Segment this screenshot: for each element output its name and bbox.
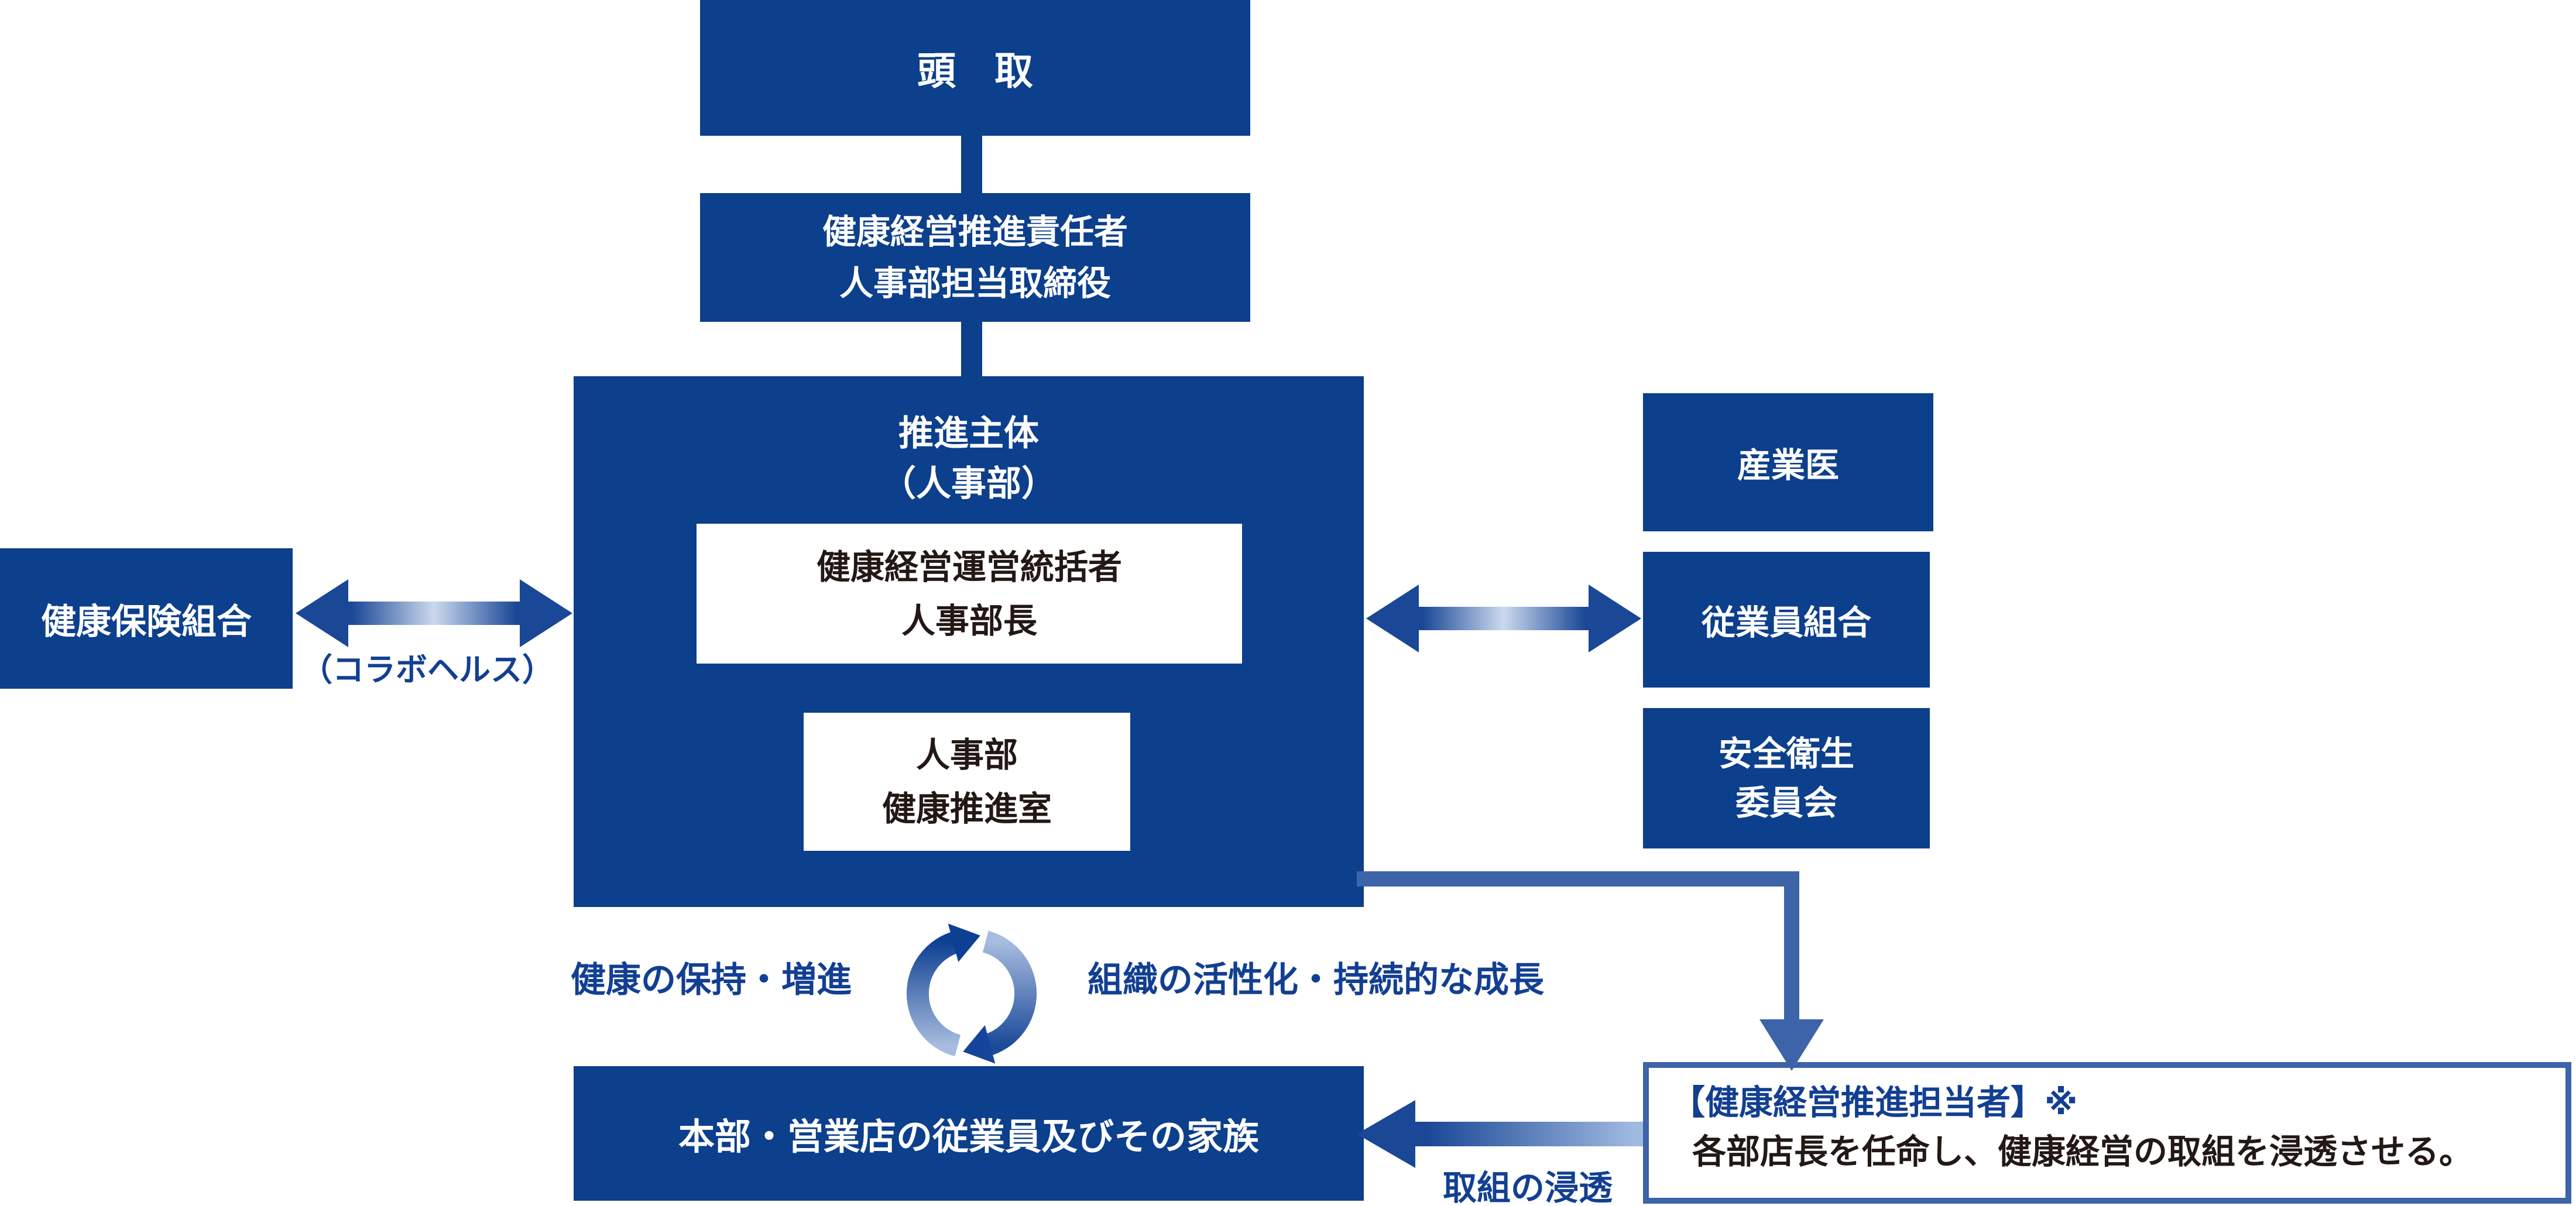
cycle-left-label: 健康の保持・増進 — [571, 960, 852, 1001]
supervisor-line1: 健康経営運営統括者 — [816, 547, 1122, 587]
supervisor-box: 健康経営運営統括者 人事部長 — [697, 524, 1242, 664]
promotion-title-line2: （人事部） — [881, 463, 1057, 504]
cycle-arrow-left — [906, 930, 961, 1057]
president-box: 頭 取 — [700, 0, 1250, 136]
promotion-officer-note-box: 【健康経営推進担当者】※ 各部店長を任命し、健康経営の取組を浸透させる。 — [1643, 1062, 2571, 1204]
cycle-arrow-left-head — [948, 923, 980, 962]
health-insurance-box: 健康保険組合 — [0, 548, 293, 689]
president-label: 頭 取 — [917, 49, 1033, 94]
promotion-responsible-box: 健康経営推進責任者 人事部担当取締役 — [700, 193, 1250, 322]
arrow-left-head — [1366, 585, 1419, 652]
connector-responsible-main — [961, 321, 982, 377]
health-promotion-office-box: 人事部 健康推進室 — [804, 713, 1130, 851]
physician-label: 産業医 — [1737, 445, 1839, 485]
penetration-arrow-icon — [1357, 1100, 1645, 1168]
note-title: 【健康経営推進担当者】※ — [1671, 1083, 2078, 1122]
arrow-shaft — [348, 602, 520, 625]
insurance-label: 健康保険組合 — [41, 601, 252, 642]
employees-label: 本部・営業店の従業員及びその家族 — [678, 1115, 1259, 1158]
union-label: 従業員組合 — [1701, 603, 1871, 642]
penetration-label: 取組の浸透 — [1442, 1168, 1613, 1206]
down-arrow-head-icon — [1759, 1019, 1824, 1071]
cycle-arrows-icon — [906, 923, 1037, 1064]
promotion-main-title: 推進主体 （人事部） — [574, 408, 1364, 509]
responsible-line2: 人事部担当取締役 — [839, 263, 1111, 303]
safety-line2: 委員会 — [1735, 783, 1837, 823]
elbow-connector-vertical — [1784, 871, 1799, 1021]
collabo-health-label: （コラボヘルス） — [301, 651, 554, 688]
arrow-shaft — [1419, 607, 1589, 630]
arrow-shaft — [1415, 1122, 1645, 1146]
employees-box: 本部・営業店の従業員及びその家族 — [574, 1066, 1364, 1201]
safety-committee-box: 安全衛生 委員会 — [1643, 708, 1930, 848]
arrow-right-head — [520, 579, 572, 647]
arrow-left-head — [1357, 1100, 1415, 1168]
responsible-line1: 健康経営推進責任者 — [822, 212, 1128, 252]
external-double-arrow-icon — [1366, 585, 1641, 652]
promotion-title-line1: 推進主体 — [898, 413, 1039, 454]
connector-president-responsible — [961, 133, 982, 194]
cycle-arrow-right — [982, 930, 1037, 1057]
arrow-left-head — [296, 579, 348, 647]
cycle-arrow-right-head — [963, 1025, 996, 1064]
office-line2: 健康推進室 — [881, 789, 1052, 829]
office-line1: 人事部 — [915, 735, 1018, 775]
note-body: 各部店長を任命し、健康経営の取組を浸透させる。 — [1692, 1132, 2474, 1171]
occupational-physician-box: 産業医 — [1643, 393, 1933, 531]
elbow-connector-horizontal — [1357, 871, 1799, 887]
safety-line1: 安全衛生 — [1718, 734, 1854, 774]
employee-union-box: 従業員組合 — [1643, 552, 1930, 688]
cycle-right-label: 組織の活性化・持続的な成長 — [1088, 960, 1544, 1001]
arrow-right-head — [1589, 585, 1641, 652]
supervisor-line2: 人事部長 — [901, 600, 1037, 641]
collabo-double-arrow-icon — [296, 579, 572, 647]
